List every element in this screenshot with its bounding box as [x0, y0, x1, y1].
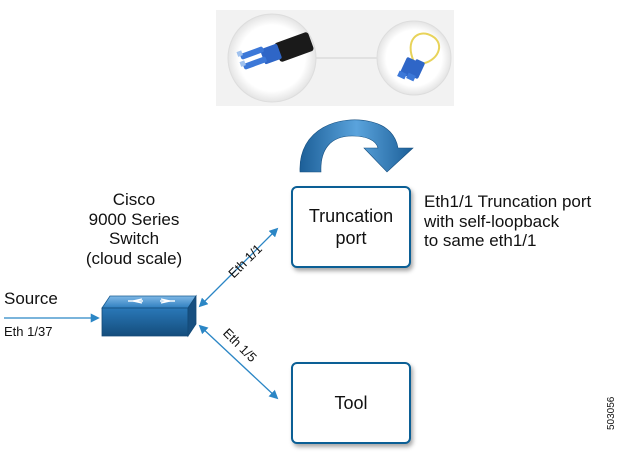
switch-caption-line: Switch [108, 229, 160, 249]
truncation-note-line: to same eth1/1 [424, 231, 537, 251]
truncation-note: Eth1/1 Truncation port with self-loopbac… [424, 192, 591, 251]
source-label: Source [4, 289, 58, 308]
transceiver-photo-icon [236, 32, 314, 70]
figure-number: 503056 [606, 396, 617, 430]
source-port-label: Eth 1/37 [4, 324, 53, 339]
link-to-truncation-arrow [198, 227, 279, 308]
link-to-tool-arrow [198, 324, 279, 400]
optics-photo-panel [216, 10, 454, 106]
truncation-port-box: Truncation port [291, 186, 411, 268]
truncation-note-line: Eth1/1 Truncation port [424, 192, 592, 211]
truncation-note-line: with self-loopback [424, 211, 560, 231]
loopback-cable-photo-icon [397, 32, 441, 82]
switch-caption-line: (cloud scale) [85, 248, 183, 268]
switch-caption-line: 9000 Series [88, 209, 180, 229]
tool-label: Tool [334, 392, 368, 413]
switch-caption-line: Cisco [112, 190, 156, 209]
truncation-port-label: Truncation port [308, 205, 394, 249]
switch-caption: Cisco 9000 Series Switch (cloud scale) [84, 190, 184, 268]
tool-box: Tool [291, 362, 411, 444]
loopback-arrow-icon [299, 119, 414, 173]
switch-icon [101, 294, 197, 338]
